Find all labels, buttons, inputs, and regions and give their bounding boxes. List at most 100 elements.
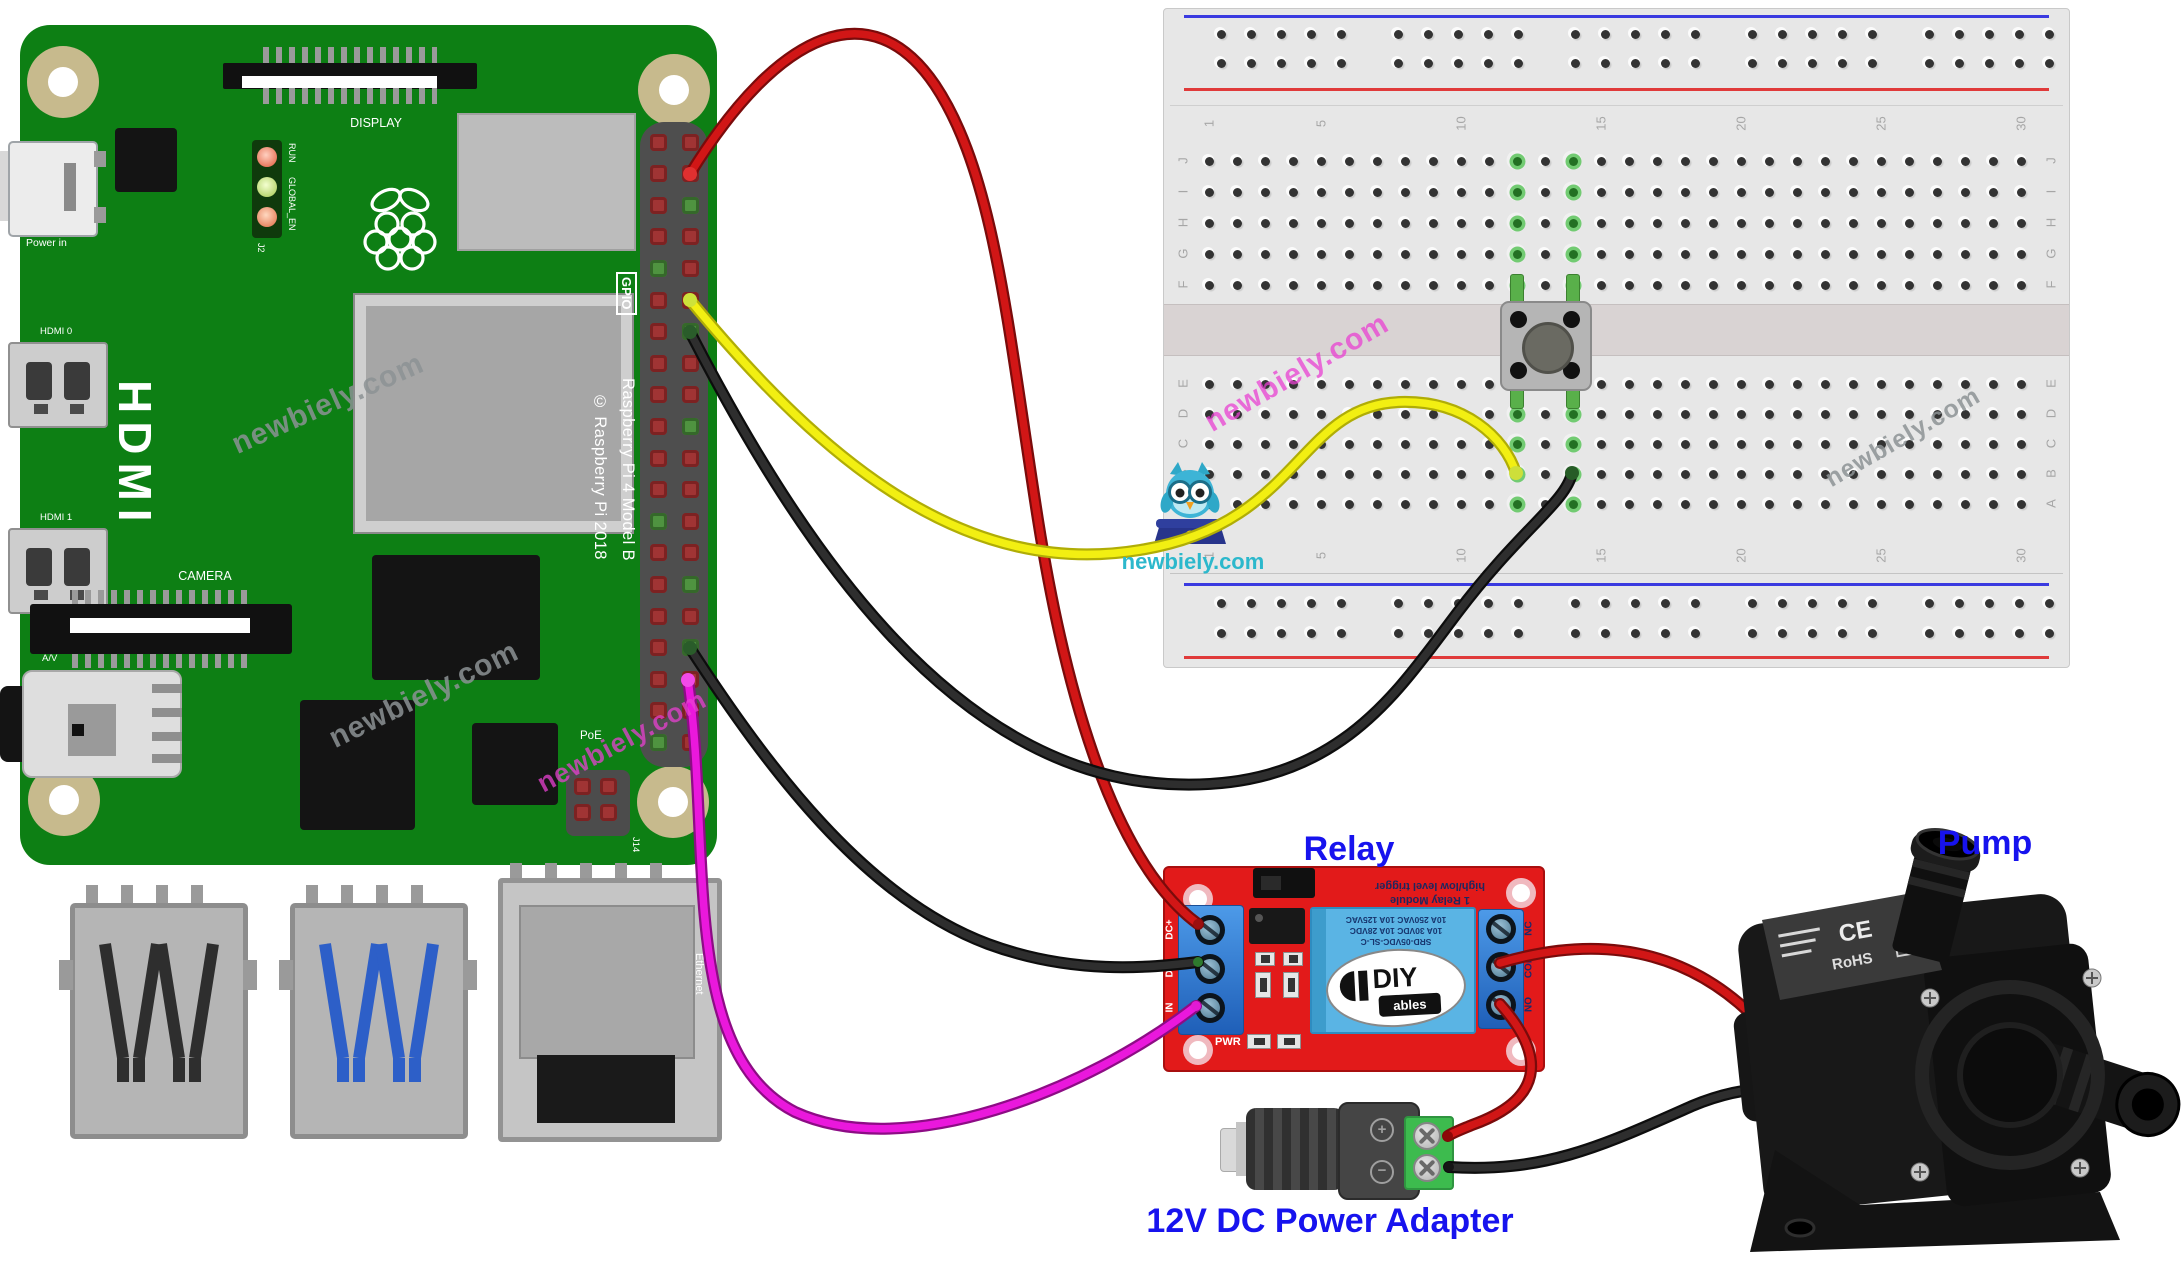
bb-hole-col11 (1484, 218, 1494, 228)
relay-hole (1506, 1036, 1536, 1066)
gpio-pin-row14-right (681, 544, 699, 562)
bb-hole-col22 (1792, 187, 1802, 197)
power-in-port (0, 135, 108, 241)
bb-hole-col17 (1652, 409, 1662, 419)
bb-hole-col17 (1652, 499, 1662, 509)
decorative-shape (1924, 992, 1936, 1004)
decorative-shape (1185, 530, 1195, 540)
bb-hole-col5 (1316, 409, 1326, 419)
bb-col-number: 15 (1593, 116, 1609, 131)
bb-rail-hole (1423, 628, 1433, 638)
bb-hole-col16 (1624, 499, 1634, 509)
bb-rail-hole (1423, 598, 1433, 608)
bb-hole-col25 (1876, 249, 1886, 259)
bb-hole-col22 (1792, 409, 1802, 419)
relay-input-label: IN (1164, 1002, 1176, 1013)
bb-rail-hole (1393, 29, 1403, 39)
adapter-strain-relief (1246, 1108, 1344, 1190)
relay-screw-NO (1486, 990, 1516, 1020)
bb-col-number: 10 (1453, 116, 1469, 131)
bb-hole-col24 (1848, 249, 1858, 259)
decorative-shape (152, 684, 182, 693)
decorative-shape (519, 905, 695, 1059)
gpio-pin-row2-left (649, 165, 667, 183)
bb-hole-col27 (1932, 280, 1942, 290)
bb-hole-col27 (1932, 469, 1942, 479)
bb-hole-col15 (1596, 187, 1606, 197)
gpio-pin-row20-right (681, 733, 699, 751)
bb-row-letter: E (2043, 379, 2059, 388)
bb-hole-col17 (1652, 249, 1662, 259)
bb-rail-hole (1216, 29, 1226, 39)
bb-rail-hole (1276, 628, 1286, 638)
bb-hole-col13 (1540, 469, 1550, 479)
bb-hole-col5 (1316, 249, 1326, 259)
bb-hole-col11 (1484, 469, 1494, 479)
gpio-pin-row4-left (649, 228, 667, 246)
bb-hole-col5 (1316, 187, 1326, 197)
bb-rail-hole (1453, 29, 1463, 39)
decorative-shape (319, 943, 439, 1082)
bb-rail-hole (1747, 598, 1757, 608)
bb-col-number: 10 (1453, 548, 1469, 563)
global-en-led (257, 207, 277, 227)
bb-hole-col20 (1736, 469, 1746, 479)
bb-rail-hole (1513, 58, 1523, 68)
bb-hole-col6 (1344, 409, 1354, 419)
wire-red-5v (686, 30, 1202, 928)
bb-hole-col29 (1988, 280, 1998, 290)
decorative-shape (26, 362, 52, 400)
breadboard-divider-bottom (1170, 573, 2063, 574)
bb-hole-col10 (1456, 280, 1466, 290)
bb-hole-col30 (2016, 280, 2026, 290)
bb-hole-col4 (1288, 499, 1298, 509)
bb-hole-col20 (1736, 280, 1746, 290)
bb-hole-col24 (1848, 499, 1858, 509)
usb3-contacts (319, 943, 439, 1082)
relay-hole (1506, 878, 1536, 908)
pump-label: Pump (1937, 824, 2033, 862)
bb-hole-col21 (1764, 469, 1774, 479)
bb-hole-col4 (1288, 218, 1298, 228)
adapter-screw-plus (1413, 1122, 1441, 1150)
gpio-pin-row6-left (649, 291, 667, 309)
wire-magenta-signal (684, 676, 1200, 1133)
bb-hole-col29 (1988, 409, 1998, 419)
bb-row-letter: H (1175, 217, 1191, 228)
bb-hole-col23 (1820, 156, 1830, 166)
camera-pins-top (72, 590, 248, 604)
bb-hole-col27 (1932, 439, 1942, 449)
bb-hole-col16 (1624, 469, 1634, 479)
bb-hole-col23 (1820, 249, 1830, 259)
bb-rail-hole (1630, 58, 1640, 68)
bb-rail-hole (1777, 29, 1787, 39)
bb-row-letter: D (2043, 408, 2059, 419)
decorative-shape (1255, 952, 1275, 966)
bb-col-number: 25 (1873, 116, 1889, 131)
bb-rail-hole (1690, 58, 1700, 68)
decorative-shape (1283, 972, 1299, 998)
decorative-shape (64, 362, 90, 400)
bb-hole-col29 (1988, 187, 1998, 197)
bb-hole-col10 (1456, 156, 1466, 166)
bb-hole-col28 (1960, 439, 1970, 449)
decorative-shape (537, 1055, 675, 1123)
bb-rail-hole (1660, 58, 1670, 68)
decorative-shape (1910, 1162, 1930, 1182)
rail-line-blue-bottom (1184, 583, 2049, 586)
bb-hole-col7 (1372, 187, 1382, 197)
bb-rail-hole (1984, 29, 1994, 39)
bb-hole-col26 (1904, 156, 1914, 166)
bb-rail-hole (1924, 598, 1934, 608)
decorative-shape (2074, 1162, 2086, 1174)
breadboard-center-channel (1164, 304, 2069, 356)
decorative-shape (243, 960, 257, 990)
gpio-pin-row1-left (649, 133, 667, 151)
decorative-shape (99, 943, 163, 1082)
bb-hole-col20 (1736, 409, 1746, 419)
relay-output-label: COM (1523, 954, 1535, 979)
bb-hole-col17 (1652, 379, 1662, 389)
decorative-shape (1261, 876, 1281, 890)
gpio-pin-row17-left (649, 639, 667, 657)
bb-hole-col15 (1596, 218, 1606, 228)
